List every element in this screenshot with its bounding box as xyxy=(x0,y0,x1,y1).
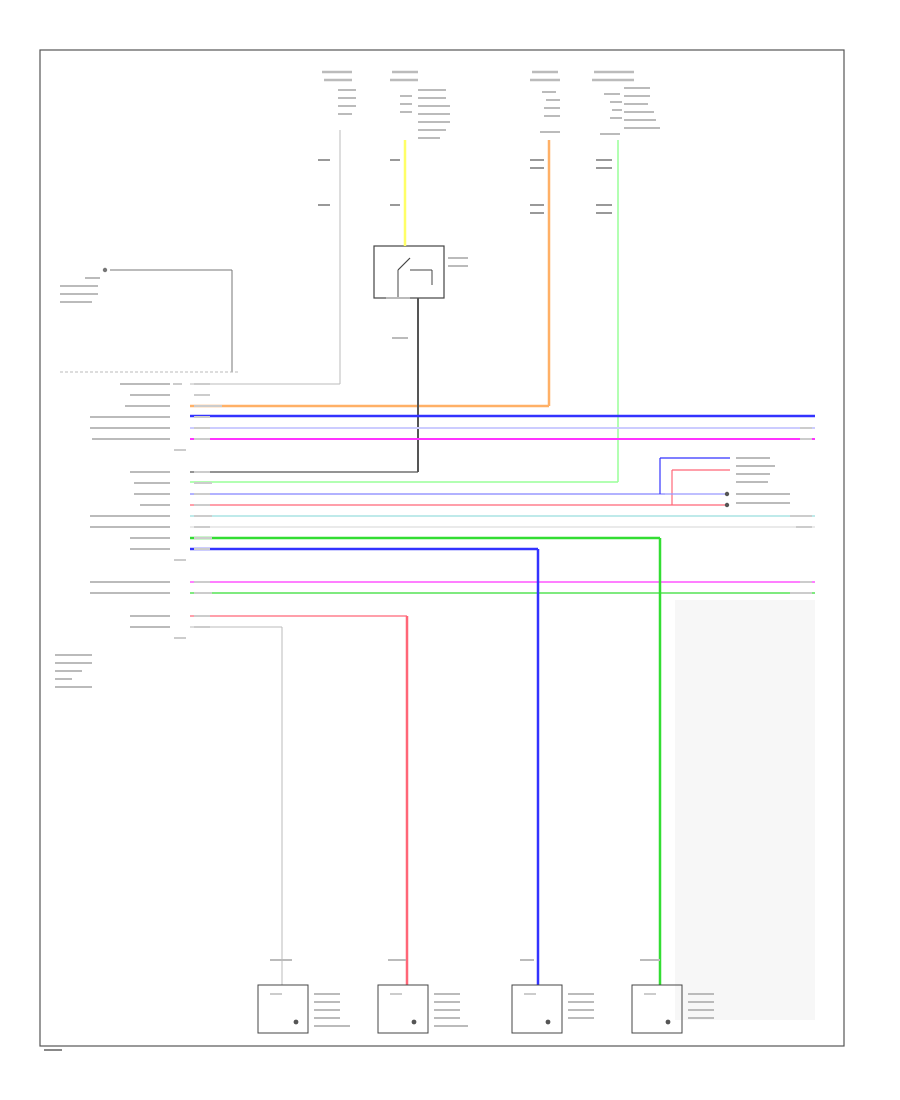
top-source-3 xyxy=(530,70,560,133)
top-source-4 xyxy=(592,70,660,135)
component-4 xyxy=(631,959,714,1034)
relay-switch xyxy=(373,245,468,339)
top-source-1 xyxy=(322,70,356,115)
component-2 xyxy=(377,959,468,1034)
wires-down xyxy=(281,538,662,985)
right-edge-tags xyxy=(790,427,812,594)
right-branches xyxy=(659,457,790,508)
top-source-2 xyxy=(390,70,450,139)
left-reference xyxy=(60,267,233,372)
bottom-components xyxy=(257,959,714,1034)
diagram-frame xyxy=(39,49,845,1047)
fuse-markers xyxy=(318,159,612,214)
shaded-region xyxy=(675,600,815,1020)
wires-bus xyxy=(190,414,815,628)
wires-top xyxy=(190,130,619,483)
component-1 xyxy=(257,959,350,1034)
pin-tags xyxy=(173,383,222,639)
component-3 xyxy=(511,959,594,1034)
left-labels xyxy=(55,383,170,688)
